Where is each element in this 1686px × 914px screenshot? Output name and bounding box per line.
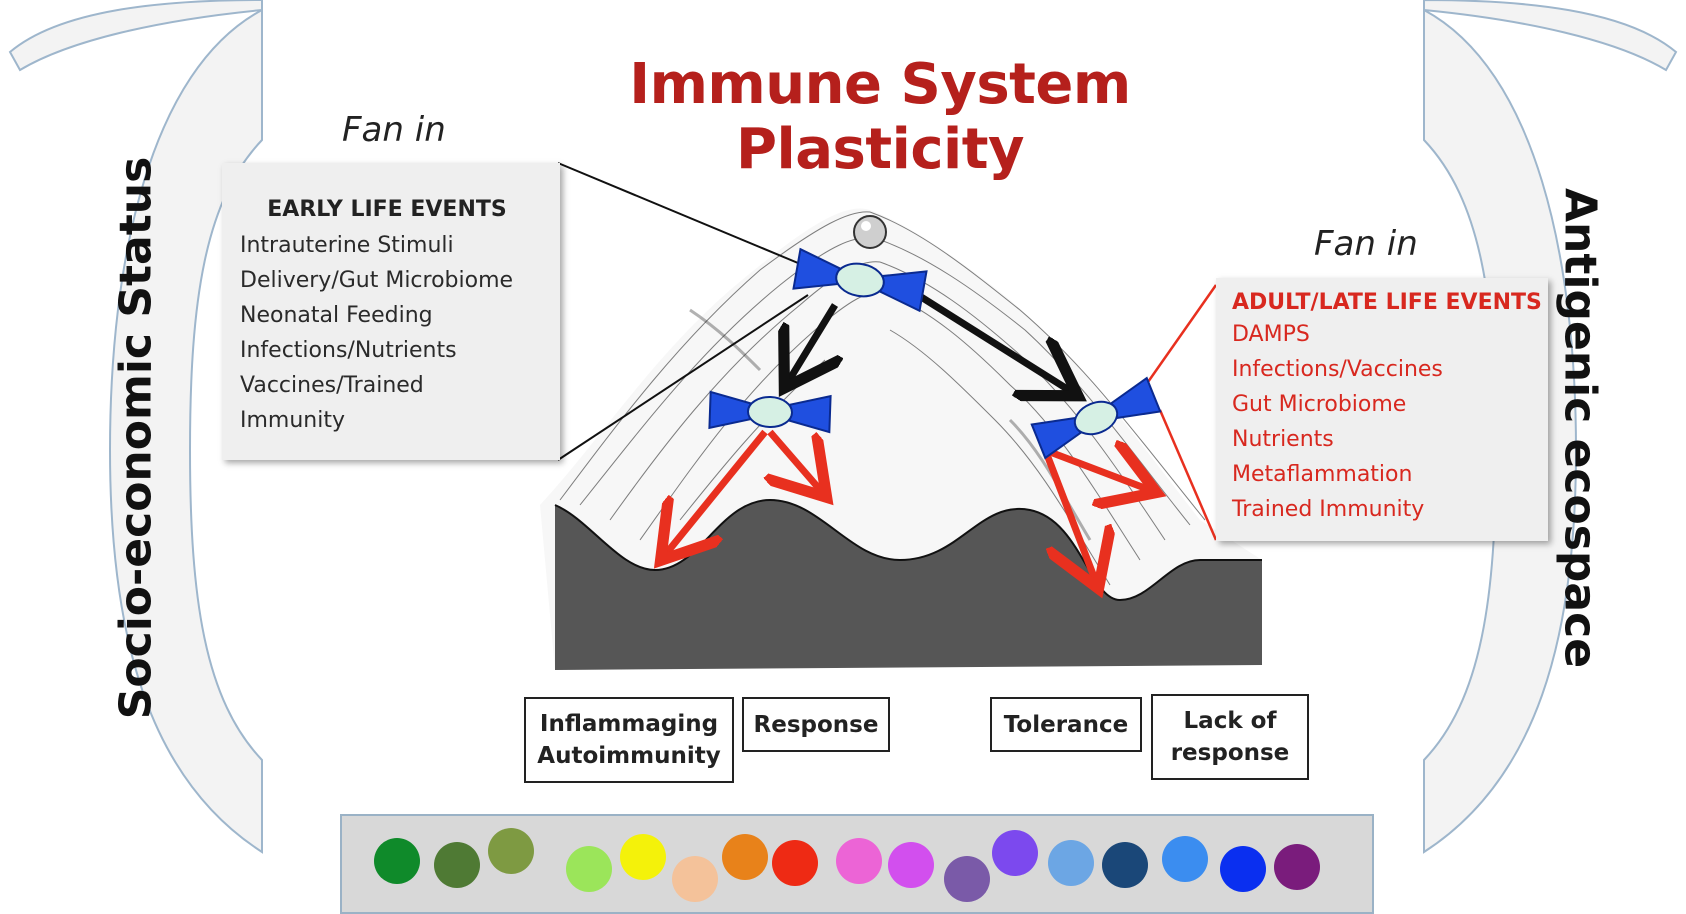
outcome-lack-of-response: Lack of response	[1151, 694, 1309, 780]
phenotype-dot	[1048, 840, 1094, 886]
phenotype-dot	[1220, 846, 1266, 892]
early-event-item: Vaccines/Trained	[222, 368, 560, 403]
phenotype-dot	[620, 834, 666, 880]
antigenic-ecospace-label: Antigenic ecospace	[1555, 188, 1606, 668]
late-event-item: Infections/Vaccines	[1216, 352, 1548, 387]
phenotype-dot	[566, 846, 612, 892]
late-event-item: Trained Immunity	[1216, 492, 1548, 527]
early-event-item: Infections/Nutrients	[222, 333, 560, 368]
fan-in-label-left: Fan in	[342, 110, 446, 150]
phenotype-dot	[944, 856, 990, 902]
phenotype-dot	[434, 842, 480, 888]
phenotype-dot	[772, 840, 818, 886]
outcome-inflammaging-autoimmunity: Inflammaging Autoimmunity	[524, 697, 734, 783]
early-event-item: Neonatal Feeding	[222, 298, 560, 333]
early-life-events-box: EARLY LIFE EVENTS Intrauterine Stimuli D…	[222, 163, 560, 460]
late-connector-top	[1148, 285, 1216, 382]
outcome-response: Response	[742, 697, 890, 752]
socio-economic-status-label: Socio-economic Status	[111, 157, 162, 720]
phenotype-dot	[1162, 836, 1208, 882]
phenotype-dot	[374, 838, 420, 884]
phenotype-dot	[488, 828, 534, 874]
early-event-item: Immunity	[222, 403, 560, 438]
outcome-tolerance: Tolerance	[990, 697, 1142, 752]
late-event-item: Nutrients	[1216, 422, 1548, 457]
early-event-item: Intrauterine Stimuli	[222, 228, 560, 263]
late-life-events-heading: ADULT/LATE LIFE EVENTS	[1216, 278, 1548, 315]
phenotype-dot	[888, 842, 934, 888]
phenotype-dot	[836, 838, 882, 884]
fan-in-label-right: Fan in	[1314, 224, 1418, 264]
phenotype-dot-bar	[340, 814, 1374, 914]
phenotype-dot	[1102, 842, 1148, 888]
phenotype-dot	[672, 856, 718, 902]
early-life-events-heading: EARLY LIFE EVENTS	[214, 163, 560, 222]
early-event-item: Delivery/Gut Microbiome	[222, 263, 560, 298]
main-title: Immune System Plasticity	[500, 52, 1260, 182]
phenotype-dot	[1274, 844, 1320, 890]
late-event-item: DAMPS	[1216, 317, 1548, 352]
late-event-item: Metaflammation	[1216, 457, 1548, 492]
adult-late-life-events-box: ADULT/LATE LIFE EVENTS DAMPS Infections/…	[1216, 278, 1548, 541]
late-event-item: Gut Microbiome	[1216, 387, 1548, 422]
phenotype-dot	[722, 834, 768, 880]
phenotype-dot	[992, 830, 1038, 876]
